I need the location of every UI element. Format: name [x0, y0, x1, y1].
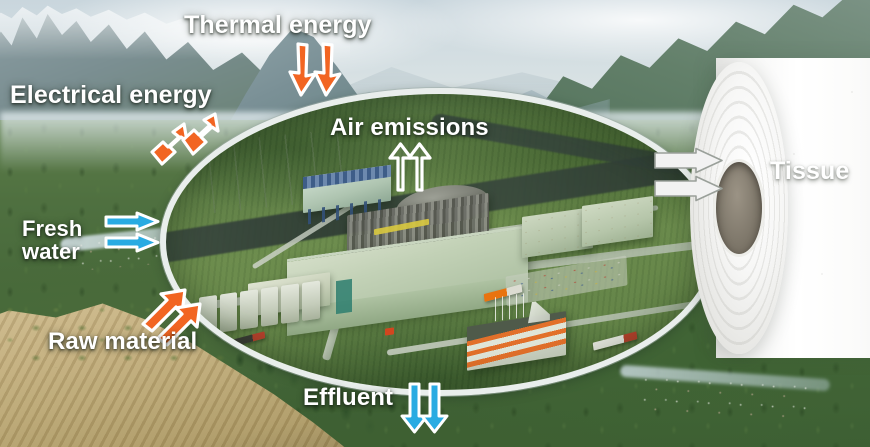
effluent-arrow-icon — [400, 382, 449, 434]
raw-material-arrow-icon — [141, 288, 202, 347]
mill-oval-viewport — [160, 88, 720, 396]
electrical-energy-arrow-icon — [150, 112, 220, 166]
thermal-energy-arrow-icon — [288, 42, 342, 97]
label-fresh-water: Fresh water — [22, 216, 83, 264]
tissue-output-arrow-icon — [654, 147, 723, 202]
tissue-paper-roll — [690, 58, 870, 358]
label-effluent: Effluent — [303, 384, 394, 411]
label-thermal-energy: Thermal energy — [184, 11, 372, 39]
air-emissions-arrow-icon — [388, 142, 432, 192]
roll-core-hole — [716, 162, 762, 254]
fresh-water-arrow-icon — [104, 211, 160, 253]
label-electrical-energy: Electrical energy — [10, 81, 212, 109]
label-raw-material: Raw material — [48, 328, 198, 355]
label-air-emissions: Air emissions — [330, 114, 489, 141]
label-tissue: Tissue — [770, 157, 850, 185]
